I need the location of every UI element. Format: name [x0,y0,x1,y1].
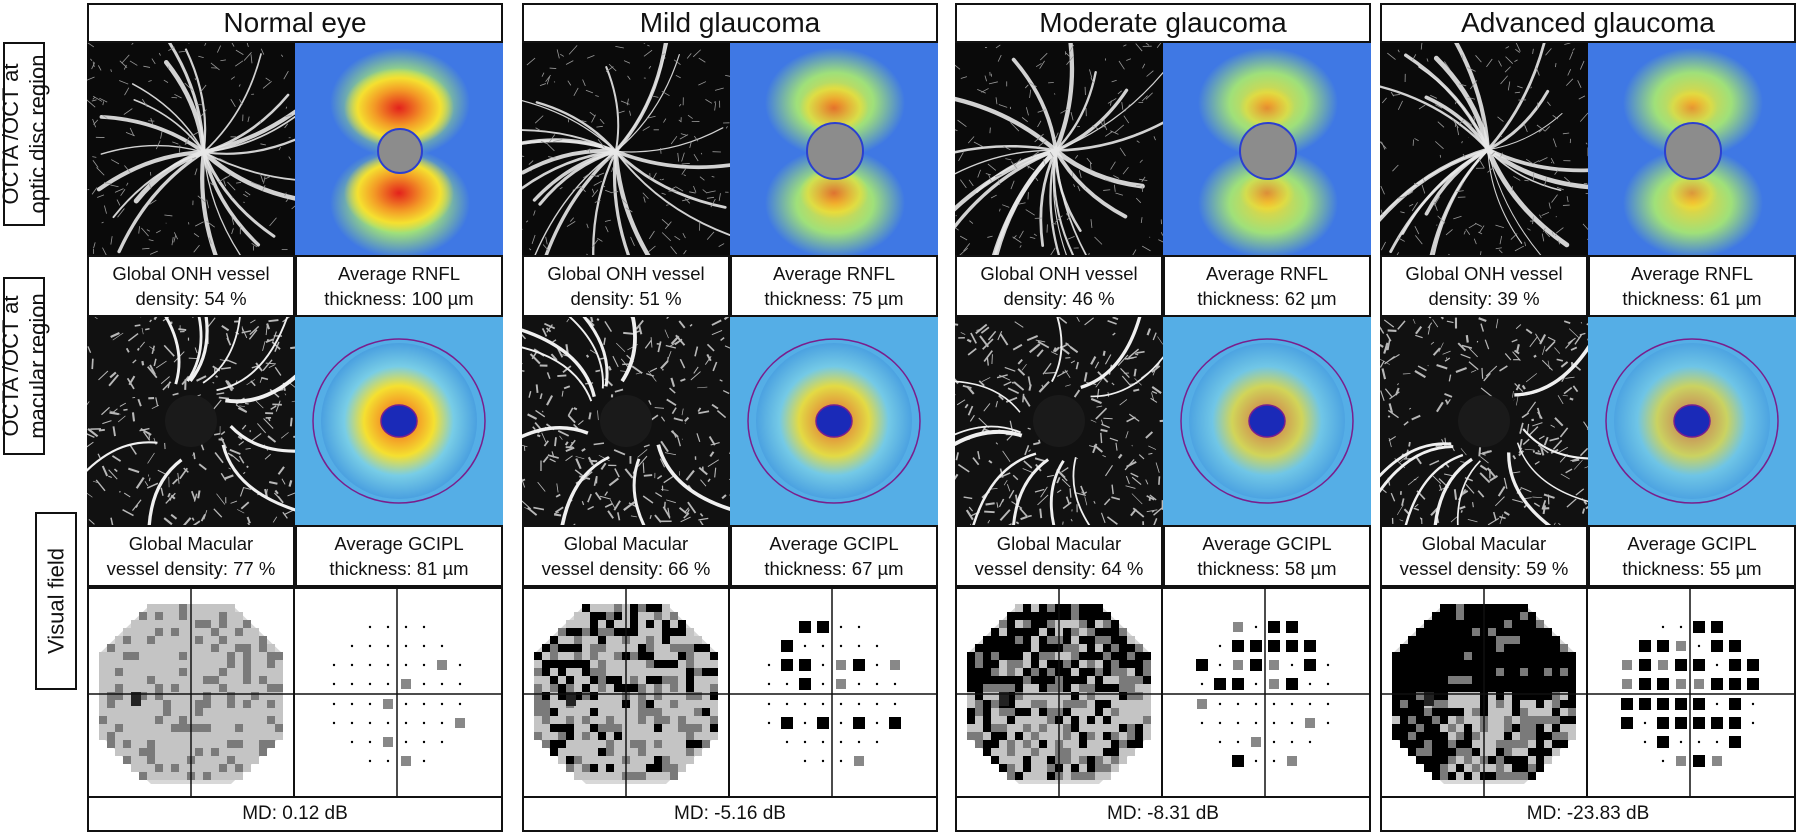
onh-density-line1: Global ONH vessel [1405,263,1563,284]
macular-density-line1: Global Macular [996,533,1122,554]
column-title: Advanced glaucoma [1380,3,1796,43]
oct-rnfl-heatmap [295,43,503,255]
visual-field-pattern-deviation [1588,587,1796,796]
macular-vessel-density-label: Global Macular vessel density: 64 % [955,525,1163,587]
rnfl-line2: thickness: 100 µm [324,288,474,309]
visual-field-pattern-deviation [1163,587,1371,796]
gcipl-line2: thickness: 67 µm [764,558,904,579]
onh-vessel-density-label: Global ONH vessel density: 39 % [1380,255,1588,317]
octa-optic-disc-image [87,43,295,255]
rnfl-line1: Average RNFL [337,263,460,284]
rnfl-thickness-label: Average RNFL thickness: 61 µm [1588,255,1796,317]
rnfl-thickness-label: Average RNFL thickness: 75 µm [730,255,938,317]
oct-gcipl-map [1588,317,1796,525]
column-title: Normal eye [87,3,503,43]
onh-density-line2: density: 51 % [570,288,682,309]
rnfl-line2: thickness: 75 µm [764,288,904,309]
gcipl-line1: Average GCIPL [769,533,899,554]
mean-deviation-label: MD: -8.31 dB [955,796,1371,832]
mean-deviation-label: MD: -5.16 dB [522,796,938,832]
octa-optic-disc-image [955,43,1163,255]
macular-density-line1: Global Macular [1421,533,1547,554]
rnfl-line2: thickness: 61 µm [1622,288,1762,309]
gcipl-thickness-label: Average GCIPL thickness: 81 µm [295,525,503,587]
octa-macular-image [955,317,1163,525]
macular-density-line1: Global Macular [563,533,689,554]
onh-density-line1: Global ONH vessel [547,263,705,284]
macular-density-line2: vessel density: 59 % [1399,558,1569,579]
visual-field-greyscale [1380,587,1588,796]
oct-rnfl-heatmap [730,43,938,255]
onh-density-line2: density: 46 % [1003,288,1115,309]
rnfl-line2: thickness: 62 µm [1197,288,1337,309]
rnfl-thickness-label: Average RNFL thickness: 62 µm [1163,255,1371,317]
onh-vessel-density-label: Global ONH vessel density: 54 % [87,255,295,317]
row-label-optic-disc: OCTA /OCT at optic disc region [0,42,50,226]
macular-density-line2: vessel density: 66 % [541,558,711,579]
macular-density-line1: Global Macular [128,533,254,554]
gcipl-line2: thickness: 81 µm [329,558,469,579]
onh-density-line1: Global ONH vessel [980,263,1138,284]
visual-field-greyscale [87,587,295,796]
macular-vessel-density-label: Global Macular vessel density: 66 % [522,525,730,587]
row-label-visual-field: Visual field [35,512,77,690]
oct-rnfl-heatmap [1588,43,1796,255]
visual-field-greyscale [955,587,1163,796]
octa-optic-disc-image [1380,43,1588,255]
gcipl-line1: Average GCIPL [1202,533,1332,554]
gcipl-thickness-label: Average GCIPL thickness: 55 µm [1588,525,1796,587]
onh-vessel-density-label: Global ONH vessel density: 46 % [955,255,1163,317]
row-label-visual-field-text: Visual field [43,548,69,654]
rnfl-thickness-label: Average RNFL thickness: 100 µm [295,255,503,317]
mean-deviation-label: MD: -23.83 dB [1380,796,1796,832]
rnfl-line1: Average RNFL [1630,263,1754,284]
octa-macular-image [87,317,295,525]
row-label-optic-disc-text: OCTA /OCT at optic disc region [0,54,50,214]
macular-density-line2: vessel density: 77 % [106,558,276,579]
onh-vessel-density-label: Global ONH vessel density: 51 % [522,255,730,317]
gcipl-line1: Average GCIPL [334,533,464,554]
octa-optic-disc-image [522,43,730,255]
rnfl-line1: Average RNFL [772,263,896,284]
visual-field-pattern-deviation [295,587,503,796]
mean-deviation-label: MD: 0.12 dB [87,796,503,832]
onh-density-line1: Global ONH vessel [112,263,270,284]
column-title: Moderate glaucoma [955,3,1371,43]
gcipl-line1: Average GCIPL [1627,533,1757,554]
macular-vessel-density-label: Global Macular vessel density: 77 % [87,525,295,587]
row-label-macular-text: OCTA /OCT at macular region [0,293,50,439]
octa-macular-image [522,317,730,525]
macular-density-line2: vessel density: 64 % [974,558,1144,579]
oct-rnfl-heatmap [1163,43,1371,255]
column-title: Mild glaucoma [522,3,938,43]
visual-field-pattern-deviation [730,587,938,796]
gcipl-line2: thickness: 55 µm [1622,558,1762,579]
rnfl-line1: Average RNFL [1205,263,1329,284]
octa-macular-image [1380,317,1588,525]
oct-gcipl-map [295,317,503,525]
oct-gcipl-map [730,317,938,525]
visual-field-greyscale [522,587,730,796]
onh-density-line2: density: 39 % [1428,288,1540,309]
gcipl-line2: thickness: 58 µm [1197,558,1337,579]
macular-vessel-density-label: Global Macular vessel density: 59 % [1380,525,1588,587]
gcipl-thickness-label: Average GCIPL thickness: 67 µm [730,525,938,587]
gcipl-thickness-label: Average GCIPL thickness: 58 µm [1163,525,1371,587]
row-label-macular: OCTA /OCT at macular region [0,277,50,455]
onh-density-line2: density: 54 % [135,288,247,309]
oct-gcipl-map [1163,317,1371,525]
